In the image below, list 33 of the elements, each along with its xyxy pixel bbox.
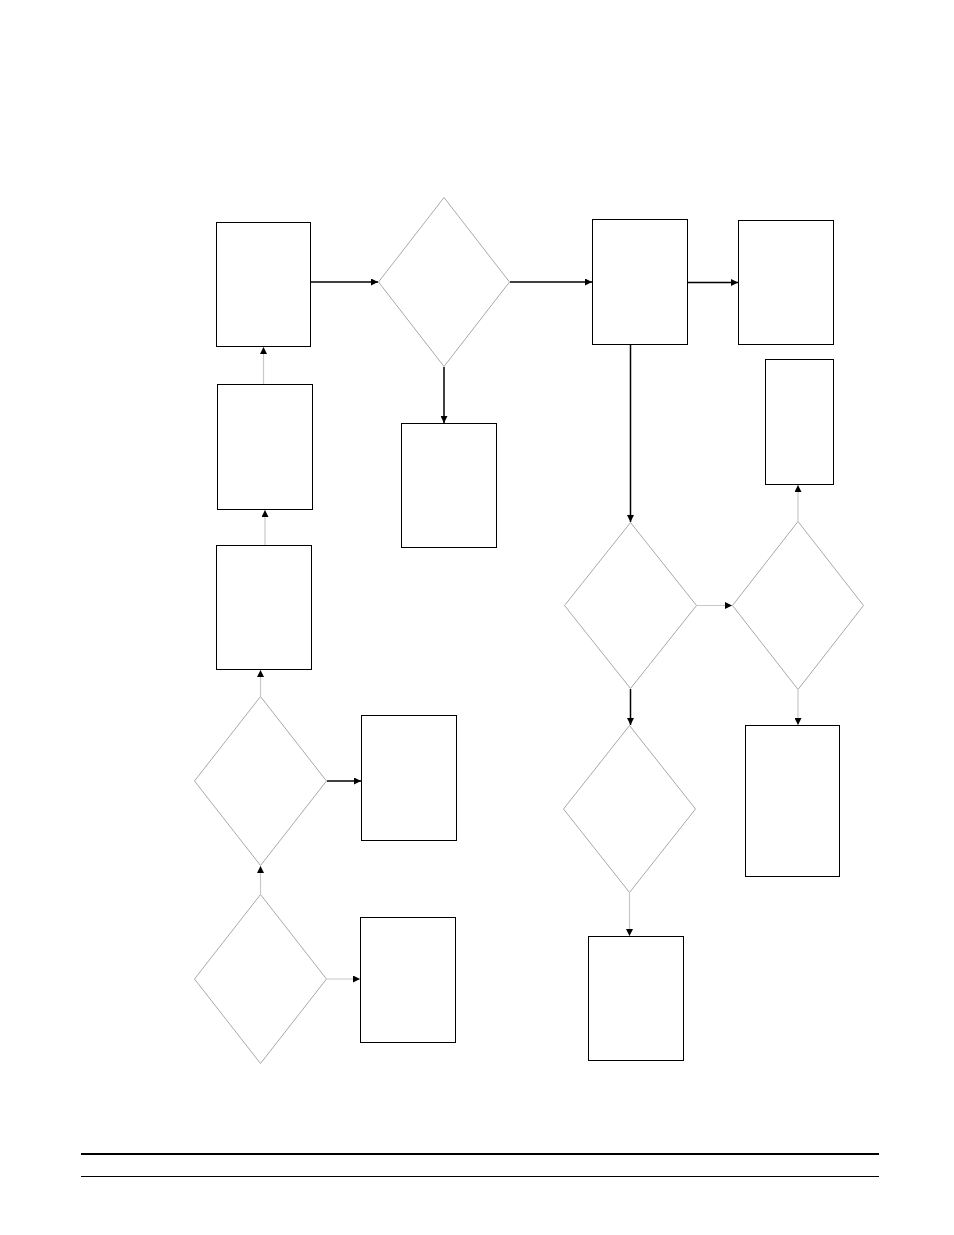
process-box — [738, 220, 834, 345]
arrow — [257, 669, 264, 697]
arrow — [326, 777, 362, 785]
process-box — [745, 725, 840, 877]
process-box — [217, 384, 313, 510]
decision-diamond — [194, 894, 327, 1064]
process-box — [588, 936, 684, 1061]
process-box — [592, 219, 688, 345]
arrow — [257, 865, 264, 895]
arrow — [627, 344, 634, 523]
decision-diamond — [378, 197, 510, 367]
arrow — [627, 688, 634, 726]
arrow — [696, 602, 733, 609]
arrow — [687, 279, 739, 286]
process-box — [360, 917, 456, 1043]
arrow — [261, 509, 269, 546]
arrow — [626, 892, 633, 937]
arrow — [794, 689, 802, 726]
arrow — [310, 278, 379, 286]
process-box — [216, 545, 312, 670]
decision-diamond — [732, 521, 864, 690]
process-box — [765, 359, 834, 485]
process-box — [216, 222, 311, 347]
process-box — [361, 715, 457, 841]
arrow — [260, 346, 267, 385]
arrow — [440, 366, 448, 424]
arrow — [794, 484, 802, 522]
process-box — [401, 423, 497, 548]
arrow — [509, 278, 593, 286]
decision-diamond — [564, 522, 697, 689]
decision-diamond — [563, 725, 696, 893]
arrow — [326, 975, 361, 983]
decision-diamond — [194, 696, 327, 866]
